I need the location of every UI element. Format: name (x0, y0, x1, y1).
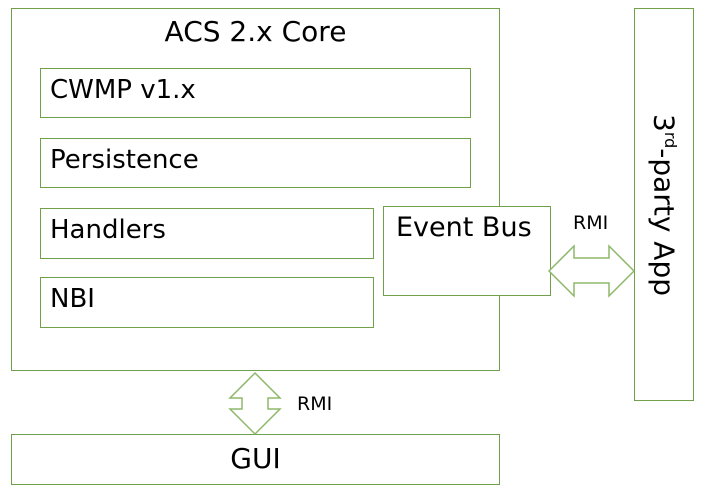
module-handlers-label: Handlers (50, 215, 166, 245)
acs-core-title: ACS 2.x Core (164, 15, 347, 48)
module-handlers: Handlers (40, 208, 374, 259)
module-cwmp-label: CWMP v1.x (50, 75, 196, 105)
gui-box: GUI (11, 434, 500, 485)
event-bus-label: Event Bus (396, 212, 532, 243)
module-persistence-label: Persistence (50, 145, 199, 175)
rmi-label-event-bus: RMI (573, 212, 609, 234)
module-cwmp: CWMP v1.x (40, 68, 471, 118)
double-arrow-horizontal-icon (547, 244, 636, 298)
module-nbi-label: NBI (50, 284, 95, 314)
double-arrow-vertical-icon (228, 371, 282, 436)
gui-label: GUI (230, 442, 281, 475)
event-bus-box: Event Bus (383, 206, 551, 296)
third-party-app-box: 3rd-party App (634, 8, 694, 401)
module-nbi: NBI (40, 277, 374, 328)
rmi-label-gui: RMI (297, 393, 333, 415)
module-persistence: Persistence (40, 138, 471, 188)
